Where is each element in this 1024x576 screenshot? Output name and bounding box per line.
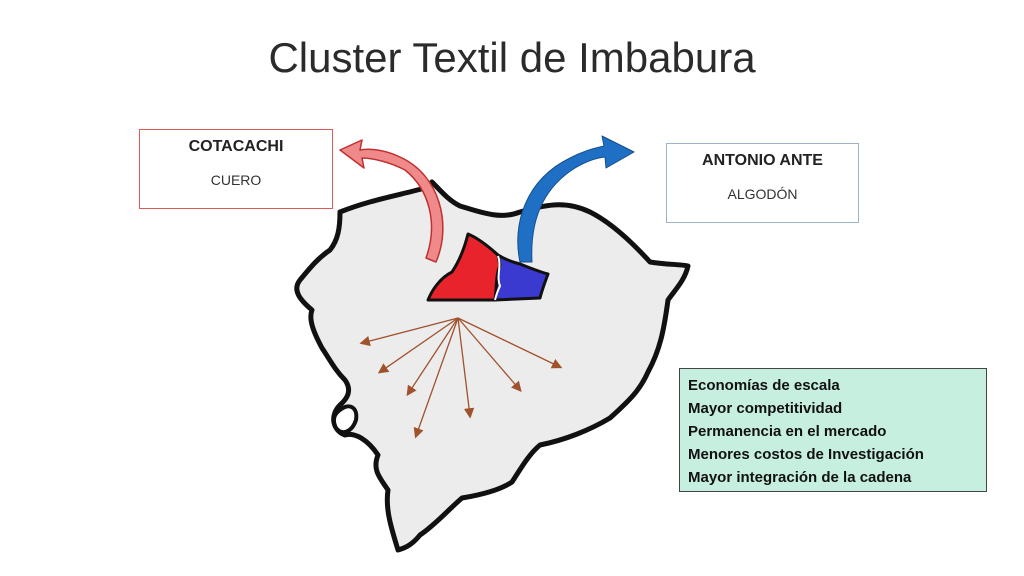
antonio-ante-region <box>493 253 550 302</box>
country-outline <box>294 179 691 553</box>
benefit-item: Mayor competitividad <box>688 400 843 417</box>
island-outline <box>331 404 359 435</box>
antonio-ante-box: ANTONIO ANTE ALGODÓN <box>666 143 859 223</box>
benefit-item: Economías de escala <box>688 377 840 394</box>
antonio-ante-product: ALGODÓN <box>727 186 798 202</box>
spread-arrows <box>359 317 563 439</box>
antonio-ante-arrow <box>517 135 635 263</box>
benefit-item: Menores costos de Investigación <box>688 446 924 463</box>
page-title: Cluster Textil de Imbabura <box>268 34 756 81</box>
cotacachi-label: COTACACHI <box>188 138 284 155</box>
benefit-item: Permanencia en el mercado <box>688 423 887 440</box>
cotacachi-box: COTACACHI CUERO <box>139 129 333 209</box>
benefit-item: Mayor integración de la cadena <box>688 469 912 486</box>
cotacachi-product: CUERO <box>210 172 262 188</box>
region-boundary <box>494 255 502 301</box>
cotacachi-arrow <box>339 139 444 263</box>
benefits-box: Economías de escala Mayor competitividad… <box>679 368 987 492</box>
antonio-ante-label: ANTONIO ANTE <box>702 152 823 169</box>
